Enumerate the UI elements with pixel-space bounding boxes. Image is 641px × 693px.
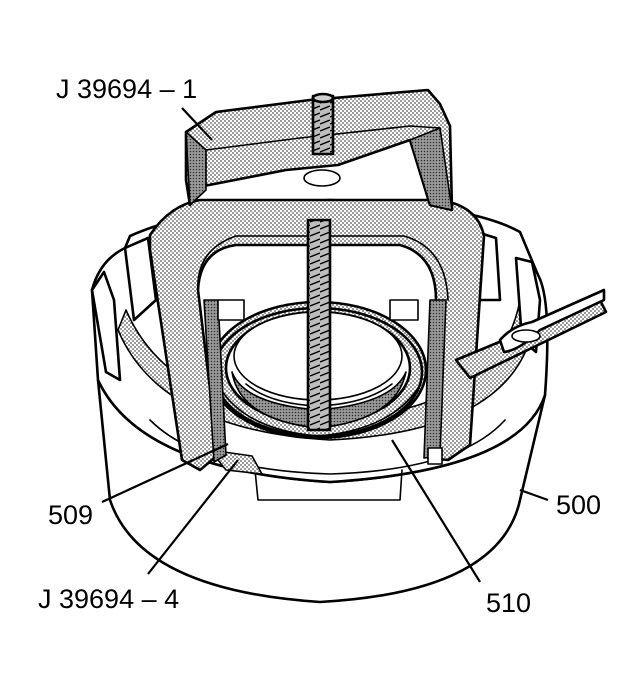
leader-500 bbox=[519, 488, 549, 502]
label-part-500: 500 bbox=[556, 490, 601, 520]
leader-lines bbox=[101, 107, 549, 583]
tool-j39694-4-frame bbox=[148, 198, 486, 472]
threaded-screw bbox=[306, 92, 335, 432]
label-part-510: 510 bbox=[486, 588, 531, 618]
leader-509 bbox=[101, 443, 229, 503]
label-tool-j39694-4: J 39694 – 4 bbox=[38, 584, 179, 614]
leader-510 bbox=[391, 439, 481, 583]
screwdriver-tool bbox=[454, 288, 608, 380]
leader-tool-1 bbox=[181, 107, 213, 141]
leader-tool-4 bbox=[147, 459, 239, 575]
label-tool-j39694-1: J 39694 – 1 bbox=[56, 74, 197, 104]
label-part-509: 509 bbox=[48, 500, 93, 530]
